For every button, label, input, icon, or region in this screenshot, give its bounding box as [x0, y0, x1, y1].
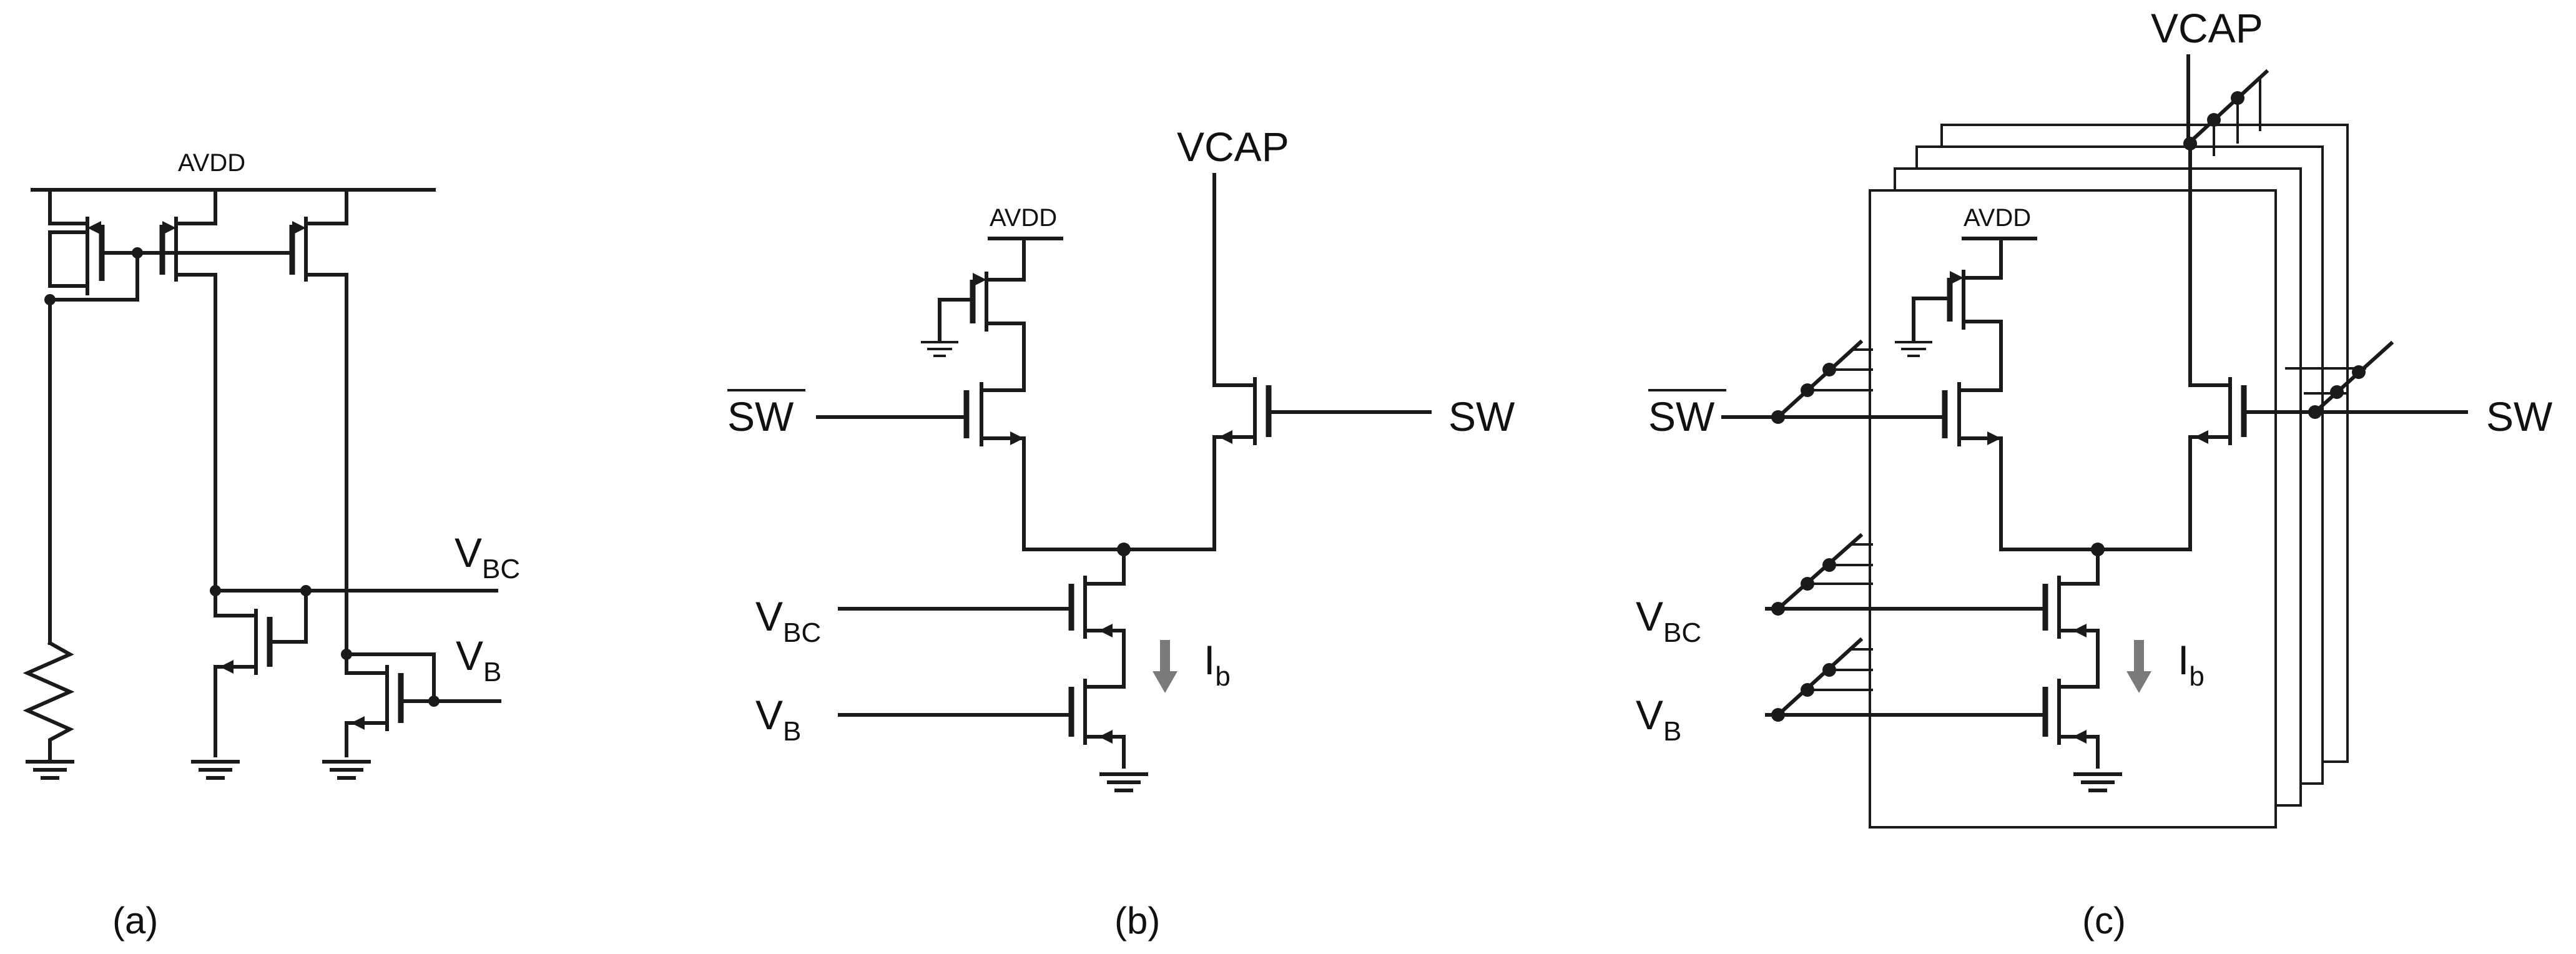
current-arrow-icon [1153, 640, 1177, 693]
nmos-m4 [214, 589, 308, 757]
vbc-label: VBC [755, 593, 821, 648]
vcap-label: VCAP [1177, 124, 1289, 170]
junction-dot [132, 247, 143, 258]
bus-diagonal [2185, 69, 2269, 147]
sw-label: SW [2486, 393, 2553, 440]
vbc-label: VBC [1636, 593, 1701, 648]
caption-b: (b) [1114, 900, 1160, 942]
ib-label: Ib [1204, 637, 1231, 692]
caption-c: (c) [2082, 900, 2126, 942]
current-arrow-icon [2126, 640, 2151, 693]
swbar-label: SW [727, 393, 794, 440]
bus-diagonal [1775, 339, 1864, 420]
nmos-m9-cascode [1765, 548, 2100, 659]
bus-diagonal [1775, 533, 1864, 612]
nmos-m10-tail [1765, 655, 2100, 769]
bus-diagonal [2312, 340, 2394, 415]
nmos-m9-cascode [838, 548, 1126, 659]
vb-label: VB [456, 632, 501, 687]
panel-c: VCAP AVDD SW [1636, 5, 2553, 942]
sw-label: SW [1448, 393, 1515, 440]
swbar-label: SW [1648, 393, 1715, 440]
nmos-m5 [345, 652, 501, 757]
bus-taps [1807, 648, 1873, 691]
bus-taps [1807, 543, 1873, 585]
pmos-m7-switch [816, 351, 1026, 551]
pmos-m6 [1912, 237, 2003, 355]
ground-icon [920, 341, 960, 357]
pmos-m6 [938, 237, 1026, 355]
ground-icon [193, 762, 238, 778]
ground-icon [1101, 774, 1146, 790]
gate-bus [48, 251, 292, 302]
avdd-label: AVDD [990, 204, 1057, 232]
pmos-m7-switch [1721, 351, 2003, 551]
bus-diagonal [1775, 637, 1864, 718]
array-frame [1869, 189, 2277, 829]
ground-icon [324, 762, 369, 778]
vbc-label: VBC [455, 529, 520, 584]
pmos-m3 [289, 188, 348, 295]
pmos-m1 [48, 188, 139, 295]
ground-icon [27, 762, 72, 778]
pmos-m8-switch [2188, 377, 2468, 551]
ib-label: Ib [2178, 637, 2205, 692]
panel-b: VCAP AVDD SW [727, 124, 1515, 942]
pmos-m2 [135, 188, 217, 295]
junction-dot [428, 696, 440, 707]
pmos-m8-switch [1212, 376, 1432, 551]
panel-a: AVDD [22, 149, 520, 942]
bus-taps [1807, 348, 1873, 391]
nmos-m10-tail [838, 655, 1126, 769]
vcap-label: VCAP [2151, 5, 2263, 51]
avdd-label: AVDD [178, 149, 245, 177]
vb-label: VB [1636, 692, 1681, 747]
vb-label: VB [755, 692, 801, 747]
avdd-label: AVDD [1964, 204, 2031, 232]
resistor [22, 640, 75, 762]
caption-a: (a) [112, 900, 158, 942]
